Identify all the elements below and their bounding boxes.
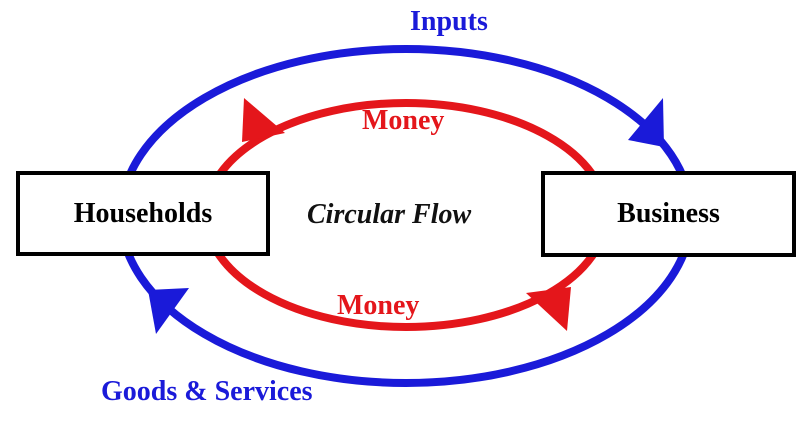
money-bottom-label: Money bbox=[337, 290, 420, 321]
inputs-label: Inputs bbox=[410, 6, 488, 37]
households-label: Households bbox=[73, 197, 213, 229]
circular-flow-label: Circular Flow bbox=[307, 199, 472, 230]
business-box: Business bbox=[541, 171, 796, 257]
business-label: Business bbox=[617, 198, 720, 229]
outer-flow-arrow-top bbox=[628, 98, 664, 147]
households-box: Households bbox=[16, 171, 270, 256]
outer-flow-arrow-bottom bbox=[148, 288, 189, 334]
inner-flow-arrow-bottom bbox=[526, 287, 571, 331]
inner-flow-arrow-top bbox=[242, 98, 285, 142]
money-top-label: Money bbox=[362, 105, 445, 136]
goods-services-label: Goods & Services bbox=[101, 376, 313, 407]
